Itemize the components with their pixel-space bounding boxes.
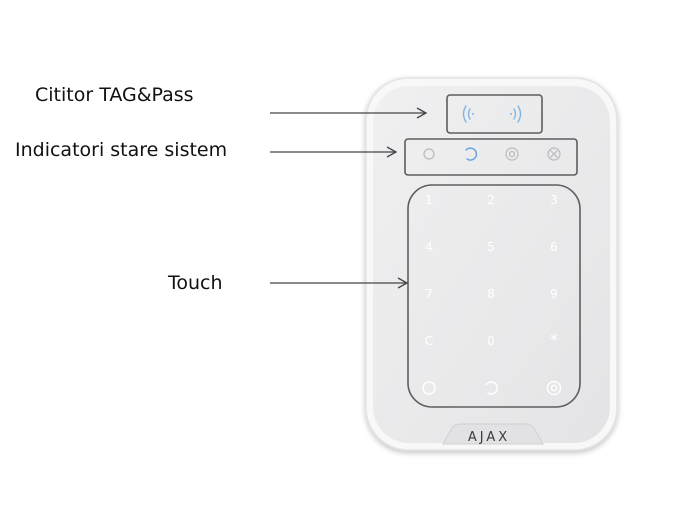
key-0[interactable]: 0 <box>487 334 495 348</box>
key-4[interactable]: 4 <box>425 240 433 254</box>
night-mode-button-icon[interactable] <box>485 381 498 395</box>
nfc-left-icon <box>462 105 474 123</box>
callout-arrows <box>270 107 428 289</box>
status-indicators-bar <box>404 138 578 176</box>
indicators-arrowhead <box>386 146 398 158</box>
key-6[interactable]: 6 <box>550 240 558 254</box>
ajax-logo: AJAX <box>468 430 510 445</box>
touch-keyboard-panel[interactable] <box>407 184 581 408</box>
touch-arrowhead <box>397 277 409 289</box>
key-8[interactable]: 8 <box>487 287 495 301</box>
nfc-right-icon <box>510 105 522 123</box>
label-tag-pass-reader: Cititor TAG&Pass <box>35 84 194 106</box>
reader-arrowhead <box>416 107 428 119</box>
disarmed-indicator-icon <box>423 148 435 160</box>
logo-plate <box>442 423 544 445</box>
malfunction-indicator-icon <box>547 147 561 161</box>
arm-button-icon[interactable] <box>546 380 562 396</box>
disarm-button-icon[interactable] <box>422 381 436 395</box>
night-mode-indicator-icon <box>465 147 478 161</box>
key-2[interactable]: 2 <box>487 193 495 207</box>
key-3[interactable]: 3 <box>550 193 558 207</box>
label-touch: Touch <box>168 272 223 294</box>
key-1[interactable]: 1 <box>425 193 433 207</box>
label-system-status-indicators: Indicatori stare sistem <box>15 139 228 161</box>
tag-pass-reader <box>446 94 543 134</box>
key-5[interactable]: 5 <box>487 240 495 254</box>
key-9[interactable]: 9 <box>550 287 558 301</box>
armed-indicator-icon <box>505 147 519 161</box>
key-star[interactable]: * <box>550 330 558 349</box>
key-c[interactable]: C <box>425 334 433 348</box>
key-7[interactable]: 7 <box>425 287 433 301</box>
